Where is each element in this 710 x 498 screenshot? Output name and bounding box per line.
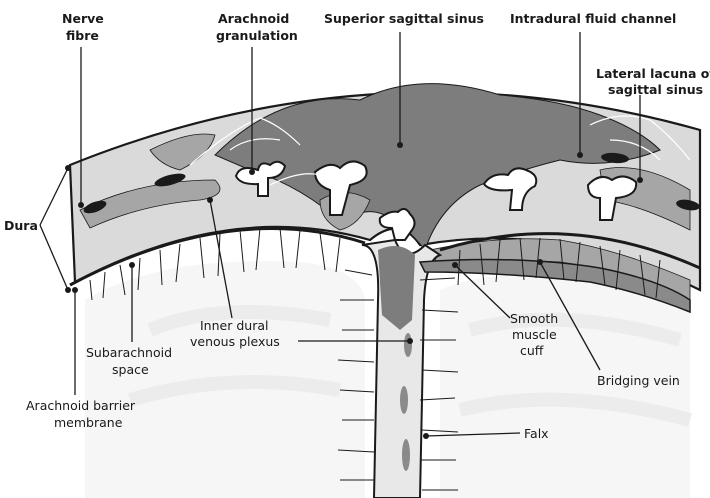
leader-dura xyxy=(40,168,68,225)
label-arachnoid-barrier-membrane-2: membrane xyxy=(54,415,123,430)
label-lateral-lacuna-2: sagittal sinus xyxy=(608,82,703,97)
label-bridging-vein: Bridging vein xyxy=(597,373,680,388)
label-dura: Dura xyxy=(4,218,38,233)
label-smooth-muscle-cuff-3: cuff xyxy=(520,343,544,358)
label-inner-dural-venous-plexus-2: venous plexus xyxy=(190,334,280,349)
label-arachnoid-barrier-membrane-1: Arachnoid barrier xyxy=(26,398,136,413)
leader-dura-2 xyxy=(40,225,68,290)
label-nerve-fibre-2: fibre xyxy=(66,28,99,43)
label-subarachnoid-space-2: space xyxy=(112,362,149,377)
label-lateral-lacuna-1: Lateral lacuna of xyxy=(596,66,710,81)
label-nerve-fibre-1: Nerve xyxy=(62,11,104,26)
label-subarachnoid-space-1: Subarachnoid xyxy=(86,345,172,360)
label-arachnoid-granulation-1: Arachnoid xyxy=(218,11,289,26)
label-falx: Falx xyxy=(524,426,549,441)
label-intradural-fluid-channel: Intradural fluid channel xyxy=(510,11,676,26)
label-superior-sagittal-sinus: Superior sagittal sinus xyxy=(324,11,484,26)
label-arachnoid-granulation-2: granulation xyxy=(216,28,298,43)
label-smooth-muscle-cuff-2: muscle xyxy=(512,327,557,342)
falx xyxy=(362,240,440,498)
label-inner-dural-venous-plexus-1: Inner dural xyxy=(200,318,268,333)
label-smooth-muscle-cuff-1: Smooth xyxy=(510,311,558,326)
